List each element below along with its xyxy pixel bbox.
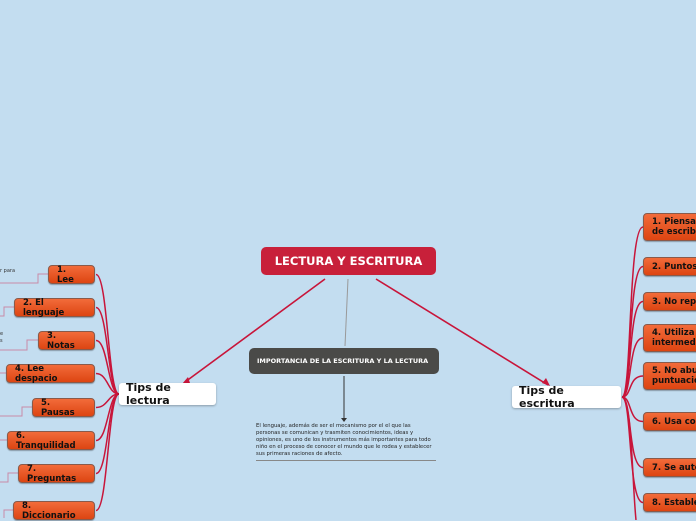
importance-text: El lenguaje, además de ser el mecanismo …	[256, 423, 436, 461]
writing-tip-4[interactable]: 4. Utiliza intermedi	[643, 324, 696, 352]
reading-tip-8[interactable]: 8. Diccionario	[13, 500, 95, 521]
writing-tip-5[interactable]: 5. No abu puntuació	[643, 362, 696, 390]
writing-tips-label: Tips de escritura	[519, 384, 575, 410]
central-topic-label: LECTURA Y ESCRITURA	[274, 254, 423, 268]
reading-tip-label: 2. El lenguaje	[23, 297, 65, 318]
reading-tip-label: 3. Notas	[47, 330, 75, 351]
reading-tip-7[interactable]: 7. Preguntas	[18, 463, 95, 484]
reading-tip-3[interactable]: 3. Notas	[38, 330, 95, 351]
note-fragment: e	[0, 331, 4, 337]
writing-tip-7[interactable]: 7. Se aute	[643, 458, 696, 477]
reading-tip-4[interactable]: 4. Lee despacio	[6, 363, 95, 384]
reading-tip-1[interactable]: 1. Lee	[48, 264, 95, 285]
reading-tips-topic[interactable]: Tips de lectura	[119, 381, 216, 407]
reading-tip-label: 4. Lee despacio	[15, 363, 58, 384]
reading-tip-label: 7. Preguntas	[27, 463, 77, 484]
reading-tips-label: Tips de lectura	[126, 381, 171, 407]
connector-writing-tip	[621, 337, 644, 398]
note-fragment: r para	[0, 268, 16, 274]
connector-central-importance	[344, 278, 349, 347]
writing-tip-6[interactable]: 6. Usa co	[643, 412, 696, 431]
reading-tip-5[interactable]: 5. Pausas	[32, 397, 95, 418]
connector-reading-tip	[95, 372, 120, 395]
writing-tip-label: 4. Utiliza intermedi	[652, 328, 696, 348]
writing-tip-label: 7. Se aute	[652, 462, 696, 473]
writing-tip-8[interactable]: 8. Estable	[643, 493, 696, 512]
writing-tip-label: 2. Puntos	[652, 261, 696, 272]
connector-reading-tip	[95, 306, 120, 395]
reading-tip-6[interactable]: 6. Tranquilidad	[7, 430, 95, 451]
writing-tips-topic[interactable]: Tips de escritura	[512, 384, 621, 410]
writing-tip-label: 8. Estable	[652, 497, 696, 508]
writing-tip-label: 6. Usa co	[652, 416, 696, 427]
reading-tip-2[interactable]: 2. El lenguaje	[14, 297, 95, 318]
central-topic[interactable]: LECTURA Y ESCRITURA	[261, 247, 436, 275]
note-fragment: s	[0, 338, 3, 344]
connector-central-writing	[375, 278, 549, 386]
connector-central-reading	[184, 278, 326, 383]
reading-tip-label: 8. Diccionario	[22, 500, 76, 521]
reading-tip-label: 1. Lee	[57, 264, 74, 285]
reading-tip-label: 5. Pausas	[41, 397, 75, 418]
importance-topic[interactable]: IMPORTANCIA DE LA ESCRITURA Y LA LECTURA	[249, 348, 439, 374]
connector-reading-tip	[95, 273, 120, 395]
writing-tip-label: 1. Piensa de escribi	[652, 217, 696, 237]
reading-tip-label: 6. Tranquilidad	[16, 430, 76, 451]
writing-tip-1[interactable]: 1. Piensa de escribi	[643, 213, 696, 241]
writing-tip-label: 5. No abu puntuació	[652, 366, 696, 386]
connector-reading-tip	[95, 393, 120, 512]
connector-reading-tip	[95, 339, 120, 395]
writing-tip-3[interactable]: 3. No repi	[643, 292, 696, 311]
writing-tip-2[interactable]: 2. Puntos	[643, 257, 696, 276]
importance-topic-label: IMPORTANCIA DE LA ESCRITURA Y LA LECTURA	[257, 357, 429, 365]
writing-tip-label: 3. No repi	[652, 296, 696, 307]
connector-writing-tip	[621, 375, 644, 398]
